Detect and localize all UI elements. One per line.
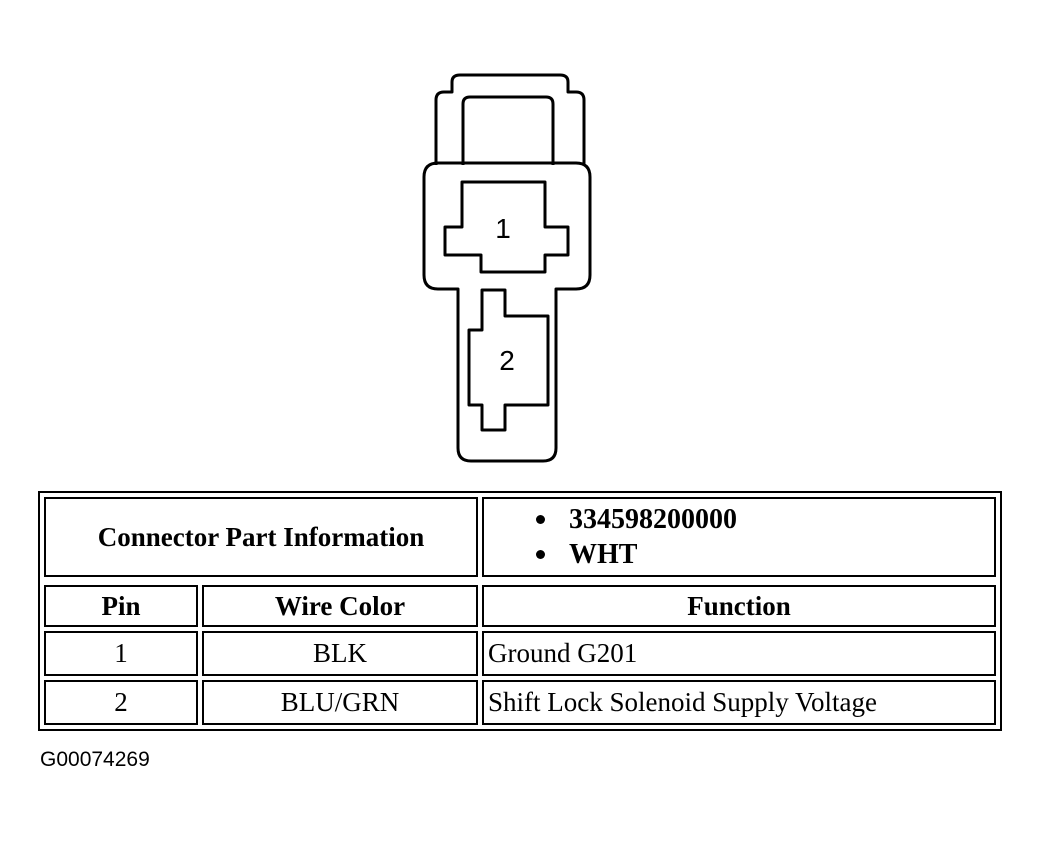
pin-1-cavity xyxy=(443,180,570,274)
row-1-function-text: Ground G201 xyxy=(488,638,638,668)
part-info-values-cell: 334598200000 WHT xyxy=(482,497,996,577)
pin-1-label: 1 xyxy=(495,213,511,244)
table-row-2-function: Shift Lock Solenoid Supply Voltage xyxy=(482,680,996,725)
part-info-label-cell: Connector Part Information xyxy=(44,497,478,577)
connector-info-table: Connector Part Information 334598200000 … xyxy=(38,491,1002,731)
pin-2-cavity xyxy=(467,288,550,432)
header-wire-color: Wire Color xyxy=(202,585,478,627)
row-2-wire-color-text: BLU/GRN xyxy=(280,687,400,717)
table-row-1-function: Ground G201 xyxy=(482,631,996,676)
bullet-icon xyxy=(536,515,545,524)
table-row-1-wire-color: BLK xyxy=(202,631,478,676)
connector-color-item: WHT xyxy=(536,537,737,572)
part-number: 334598200000 xyxy=(569,504,737,535)
row-2-function-text: Shift Lock Solenoid Supply Voltage xyxy=(488,687,878,717)
table-row-2-pin: 2 xyxy=(44,680,198,725)
row-2-pin-text: 2 xyxy=(114,687,128,717)
connector-latch-inner xyxy=(461,95,555,165)
part-info-list: 334598200000 WHT xyxy=(536,502,737,572)
table-row-1-pin: 1 xyxy=(44,631,198,676)
header-wire-color-text: Wire Color xyxy=(274,590,406,621)
header-pin-text: Pin xyxy=(101,590,141,621)
figure-id: G00074269 xyxy=(40,748,150,771)
connector-color: WHT xyxy=(569,539,638,570)
row-1-wire-color-text: BLK xyxy=(313,638,367,668)
connector-housing xyxy=(422,161,592,463)
connector-latch-outer xyxy=(434,73,586,165)
header-function: Function xyxy=(482,585,996,627)
part-number-item: 334598200000 xyxy=(536,502,737,537)
row-1-pin-text: 1 xyxy=(114,638,128,668)
bullet-icon xyxy=(536,550,545,559)
table-row-2-wire-color: BLU/GRN xyxy=(202,680,478,725)
header-function-text: Function xyxy=(687,590,791,621)
header-pin: Pin xyxy=(44,585,198,627)
part-info-label: Connector Part Information xyxy=(97,521,425,552)
connector-face-diagram: 1 2 xyxy=(422,73,592,463)
pin-2-label: 2 xyxy=(499,345,515,376)
